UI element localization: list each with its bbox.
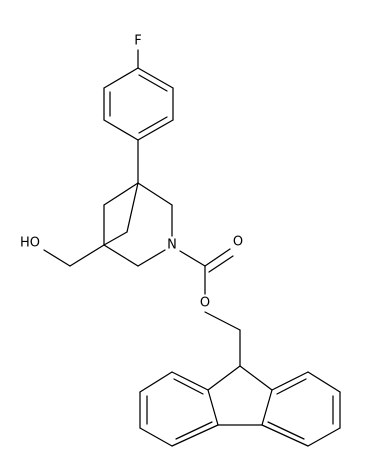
fluorenyl-group <box>139 365 341 447</box>
fluorophenyl-ring <box>103 49 174 141</box>
hydroxymethyl-group <box>43 244 105 267</box>
atom-fluorine: F <box>134 34 141 49</box>
atom-nitrogen: N <box>167 238 177 253</box>
atom-carbonyl-oxygen: O <box>233 235 243 250</box>
azabicyclic-core <box>103 182 173 267</box>
atom-ester-oxygen: O <box>200 296 210 311</box>
atom-hydroxyl: HO <box>20 236 40 251</box>
carbamate-group <box>179 248 241 367</box>
